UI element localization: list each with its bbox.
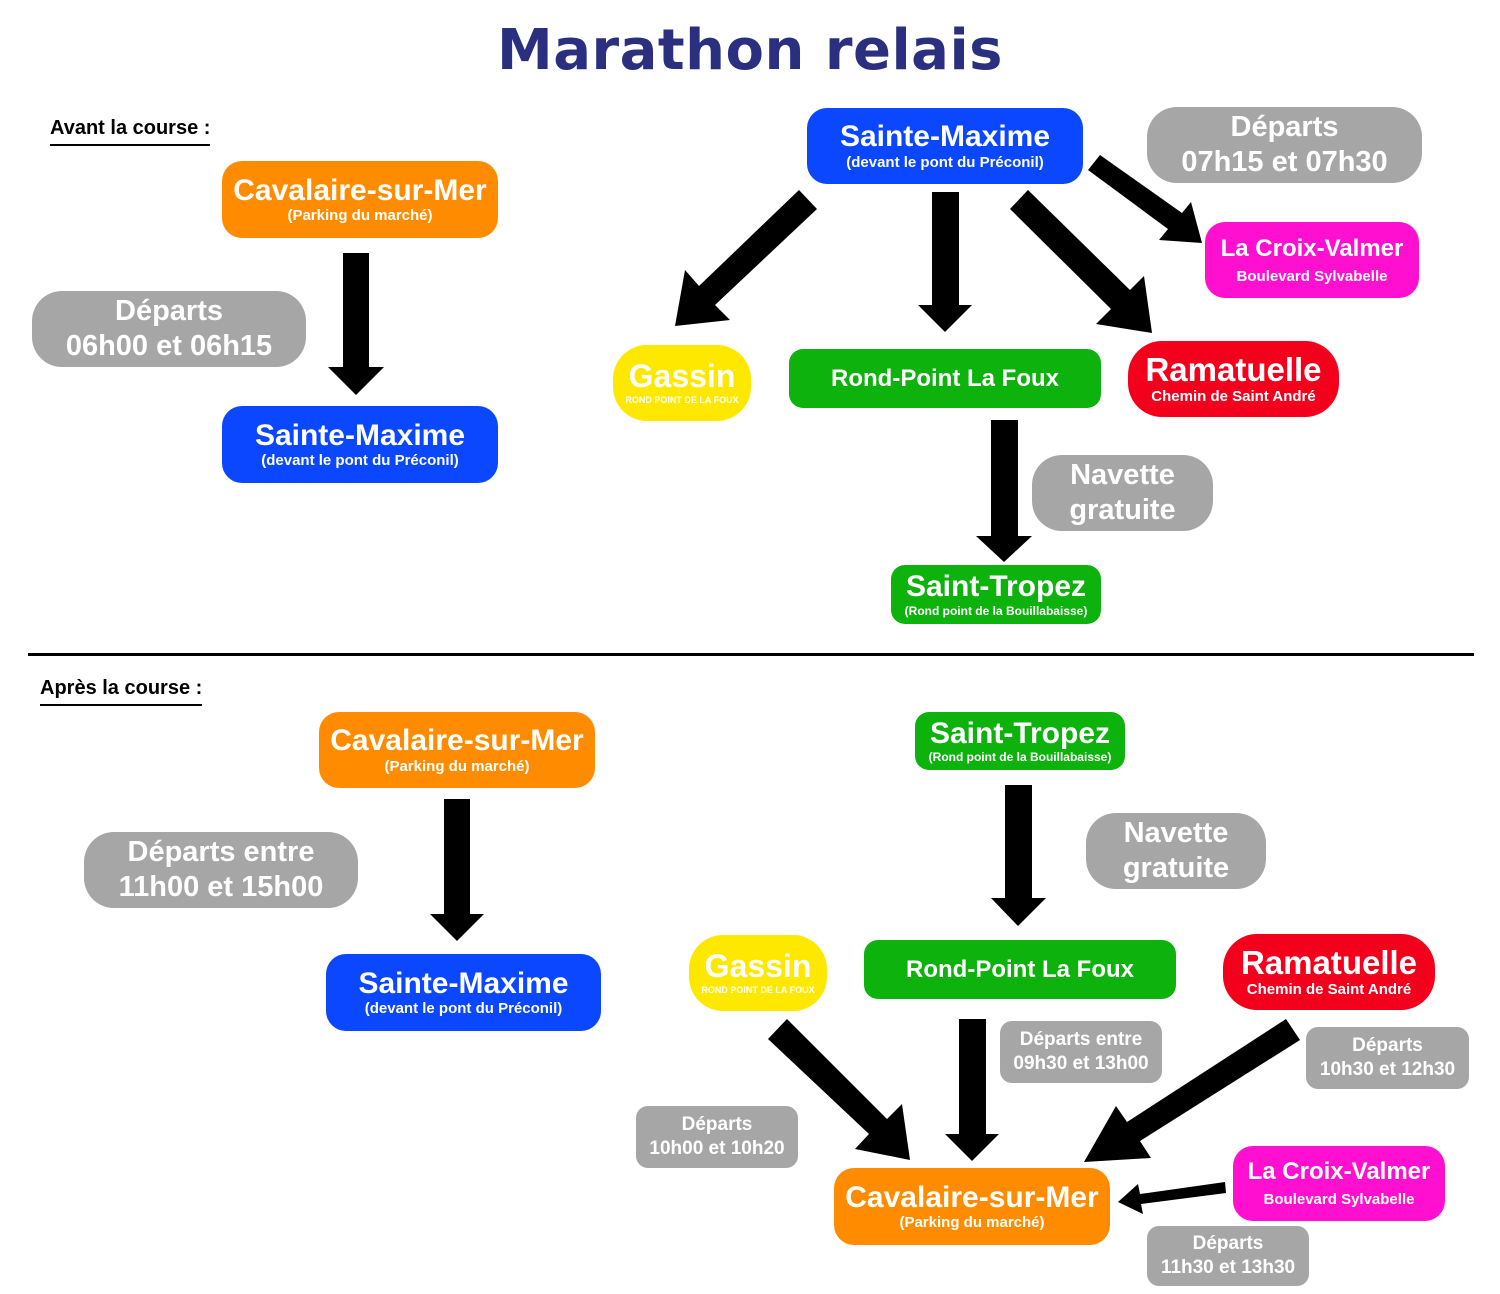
node-name: Rond-Point La Foux: [831, 364, 1059, 392]
node-sainte-maxime: Sainte-Maxime (devant le pont du Préconi…: [222, 406, 498, 483]
node-name: Ramatuelle: [1145, 350, 1322, 388]
arrow-sainte-maxime-to-gassin: [675, 190, 817, 326]
node-detail: ROND POINT DE LA FOUX: [625, 395, 739, 406]
arrow-sainte-maxime-to-ramatuelle: [1010, 190, 1152, 333]
badge-line-2: 11h00 et 15h00: [118, 871, 324, 903]
node-detail: (devant le pont du Préconil): [261, 452, 459, 470]
departure-times-badge: Départs 07h15 et 07h30: [1147, 107, 1422, 183]
node-name: Gassin: [704, 948, 812, 985]
arrow-gassin-to-cavalaire: [768, 1019, 910, 1160]
node-name: Cavalaire-sur-Mer: [845, 1180, 1099, 1214]
node-gassin: Gassin ROND POINT DE LA FOUX: [613, 345, 751, 421]
departure-times-badge: Départs 10h00 et 10h20: [636, 1106, 798, 1168]
badge-line-1: Départs entre: [127, 836, 315, 869]
node-rond-point-la-foux: Rond-Point La Foux: [789, 349, 1101, 408]
arrow-ramatuelle-to-cavalaire: [1084, 1019, 1300, 1162]
shuttle-badge: Navette gratuite: [1032, 455, 1213, 531]
departure-times-badge: Départs entre 09h30 et 13h00: [1000, 1021, 1162, 1083]
node-name: Saint-Tropez: [905, 570, 1086, 604]
shuttle-badge: Navette gratuite: [1086, 813, 1266, 889]
section-heading-after: Après la course :: [40, 677, 203, 706]
node-la-croix-valmer: La Croix-Valmer Boulevard Sylvabelle: [1233, 1146, 1445, 1221]
node-sainte-maxime: Sainte-Maxime (devant le pont du Préconi…: [807, 108, 1083, 184]
departure-times-badge: Départs 06h00 et 06h15: [32, 291, 306, 367]
node-detail: (Parking du marché): [384, 757, 530, 775]
departure-times-badge: Départs 11h30 et 13h30: [1147, 1226, 1309, 1286]
node-detail: (devant le pont du Préconil): [364, 1000, 563, 1018]
arrow-sainte-maxime-to-croix-valmer: [1088, 155, 1202, 243]
badge-line-1: Départs: [1352, 1035, 1423, 1057]
node-gassin: Gassin ROND POINT DE LA FOUX: [689, 935, 827, 1011]
badge-line-2: 10h30 et 12h30: [1319, 1059, 1456, 1080]
node-sainte-maxime: Sainte-Maxime (devant le pont du Préconi…: [326, 954, 601, 1031]
node-detail: (Rond point de la Bouillabaisse): [904, 603, 1088, 618]
node-name: Cavalaire-sur-Mer: [330, 724, 584, 758]
node-name: La Croix-Valmer: [1247, 1158, 1431, 1186]
arrow-cavalaire-to-sainte-maxime: [328, 253, 384, 395]
badge-line-1: Départs entre: [1019, 1029, 1143, 1051]
node-detail: (Rond point de la Bouillabaisse): [928, 750, 1112, 765]
arrow-sainte-maxime-to-la-foux: [918, 192, 972, 332]
badge-line-2: 07h15 et 07h30: [1181, 146, 1388, 178]
node-la-croix-valmer: La Croix-Valmer Boulevard Sylvabelle: [1205, 222, 1419, 298]
badge-line-1: Départs: [1230, 111, 1339, 144]
node-ramatuelle: Ramatuelle Chemin de Saint André: [1128, 341, 1339, 417]
node-detail: (Parking du marché): [287, 207, 433, 225]
node-name: Cavalaire-sur-Mer: [233, 173, 487, 207]
node-detail: Chemin de Saint André: [1246, 981, 1412, 999]
page-title: Marathon relais: [496, 18, 1003, 83]
node-cavalaire-sur-mer: Cavalaire-sur-Mer (Parking du marché): [834, 1168, 1110, 1245]
node-ramatuelle: Ramatuelle Chemin de Saint André: [1223, 934, 1435, 1010]
node-name: Sainte-Maxime: [839, 120, 1051, 154]
node-name: La Croix-Valmer: [1220, 234, 1404, 262]
node-saint-tropez: Saint-Tropez (Rond point de la Bouillaba…: [891, 565, 1101, 624]
badge-line-2: gratuite: [1122, 852, 1230, 884]
node-cavalaire-sur-mer: Cavalaire-sur-Mer (Parking du marché): [319, 712, 595, 788]
section-heading-before: Avant la course :: [50, 117, 211, 146]
node-cavalaire-sur-mer: Cavalaire-sur-Mer (Parking du marché): [222, 161, 498, 238]
node-detail: ROND POINT DE LA FOUX: [701, 985, 815, 996]
node-saint-tropez: Saint-Tropez (Rond point de la Bouillaba…: [915, 712, 1125, 770]
node-detail: Boulevard Sylvabelle: [1236, 267, 1388, 285]
node-detail: Boulevard Sylvabelle: [1263, 1191, 1415, 1209]
node-detail: (Parking du marché): [899, 1214, 1045, 1232]
badge-line-1: Départs: [1192, 1233, 1264, 1255]
badge-line-2: gratuite: [1069, 494, 1176, 526]
badge-line-2: 09h30 et 13h00: [1013, 1053, 1149, 1074]
node-detail: (devant le pont du Préconil): [846, 153, 1044, 171]
node-rond-point-la-foux: Rond-Point La Foux: [864, 940, 1176, 999]
section-divider: [28, 653, 1474, 656]
node-name: Saint-Tropez: [929, 716, 1110, 750]
node-name: Ramatuelle: [1240, 943, 1418, 981]
badge-line-1: Départs: [681, 1114, 753, 1136]
badge-line-2: 06h00 et 06h15: [65, 330, 273, 362]
badge-line-2: 10h00 et 10h20: [649, 1138, 785, 1159]
departure-times-badge: Départs entre 11h00 et 15h00: [84, 832, 358, 908]
arrow-la-foux-to-saint-tropez: [976, 420, 1032, 562]
arrow-saint-tropez-to-la-foux: [991, 785, 1046, 926]
badge-line-1: Départs: [115, 295, 223, 328]
arrow-cavalaire-to-sainte-maxime: [430, 799, 484, 941]
node-name: Sainte-Maxime: [358, 966, 569, 1000]
arrow-croix-valmer-to-cavalaire: [1118, 1182, 1226, 1214]
badge-line-2: 11h30 et 13h30: [1160, 1257, 1296, 1278]
badge-line-1: Navette: [1123, 817, 1229, 850]
node-name: Sainte-Maxime: [254, 418, 466, 452]
node-name: Rond-Point La Foux: [906, 955, 1134, 983]
node-name: Gassin: [628, 358, 736, 395]
badge-line-1: Navette: [1070, 459, 1175, 492]
departure-times-badge: Départs 10h30 et 12h30: [1306, 1027, 1469, 1089]
node-detail: Chemin de Saint André: [1151, 388, 1316, 406]
arrow-la-foux-to-cavalaire: [945, 1019, 999, 1161]
